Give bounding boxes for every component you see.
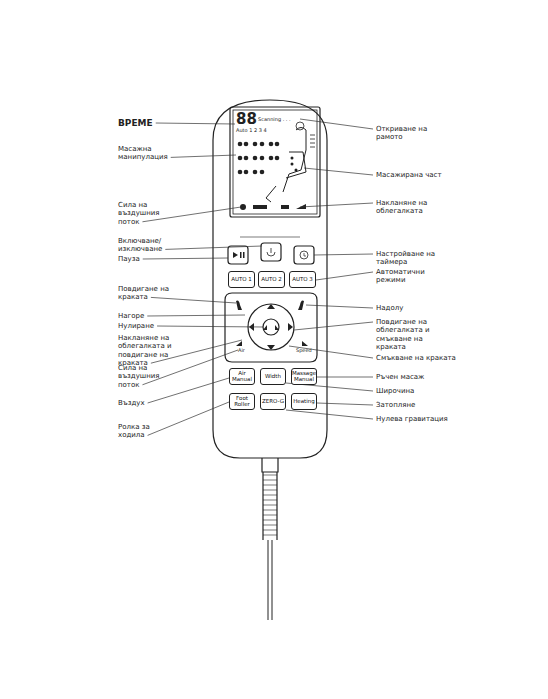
button-text: AUTO 1 — [231, 277, 252, 283]
leader-line — [165, 246, 262, 249]
callout-label: Пауза — [118, 255, 140, 263]
remote-button: Air Manual — [229, 368, 255, 385]
callout-label: Масажирана част — [376, 171, 442, 179]
callout-label: Накланяне на облегалката — [376, 199, 456, 216]
remote-button: AUTO 3 — [289, 271, 316, 288]
callout-label: Нулева гравитация — [376, 415, 448, 423]
leader-line — [147, 315, 245, 316]
callout-label: Нагоре — [118, 312, 144, 320]
button-text: ZERO-G — [262, 399, 284, 405]
screen-text: Speed — [296, 347, 312, 353]
screen-text: Air — [238, 347, 245, 353]
leader-line — [300, 203, 373, 207]
callout-label: Включване/ изключване — [118, 237, 178, 254]
callout-label: Широчина — [376, 387, 414, 395]
callout-label: Нулиране — [118, 322, 154, 330]
leader-line — [157, 326, 263, 327]
callout-label: Повдигане на краката — [118, 285, 178, 302]
leader-line — [300, 119, 373, 129]
callout-label: ВРЕМЕ — [118, 118, 153, 129]
callout-label: Сила на въздушния поток — [118, 364, 178, 389]
button-text: AUTO 3 — [292, 277, 313, 283]
screen-text: 88 — [236, 110, 257, 128]
button-text: Foot Roller — [230, 396, 254, 408]
callout-label: Откриване на рамото — [376, 125, 456, 142]
remote-button: Foot Roller — [229, 393, 255, 410]
leader-line — [148, 402, 229, 435]
callout-label: Масажна манипулация — [118, 145, 178, 162]
callout-label: Автоматични режими — [376, 268, 441, 285]
callout-label: Настройване на таймера — [376, 250, 441, 267]
callout-label: Смъкване на краката — [376, 354, 456, 362]
callout-label: Накланяне на облегалката и повдигане на … — [118, 334, 186, 368]
leader-line — [151, 297, 236, 303]
leader-line — [171, 155, 236, 157]
callout-label: Ръчен масаж — [376, 373, 424, 381]
callout-label: Затопляне — [376, 401, 415, 409]
leader-line — [286, 410, 373, 419]
leader-line — [143, 258, 228, 259]
remote-button: Width — [260, 368, 286, 385]
leader-line — [294, 322, 373, 330]
callout-label: Надолу — [376, 304, 403, 312]
leader-line — [317, 377, 373, 378]
callout-label: Въздух — [118, 399, 145, 407]
leader-line — [148, 378, 229, 403]
leader-line — [306, 305, 373, 308]
leader-line — [304, 168, 373, 175]
button-text: Width — [265, 374, 281, 380]
remote-button: Massage Manual — [291, 368, 317, 385]
remote-button: Heating — [291, 393, 317, 410]
button-text: Massage Manual — [292, 371, 316, 383]
remote-button: AUTO 1 — [228, 271, 255, 288]
leader-line — [289, 346, 373, 358]
leader-line — [316, 272, 373, 280]
screen-text: Scanning . . . — [258, 116, 291, 122]
screen-text: Auto 1 2 3 4 — [236, 127, 267, 133]
button-text: Air Manual — [230, 371, 254, 383]
leader-line — [314, 254, 373, 255]
callout-label: Ролка за ходила — [118, 423, 178, 440]
callout-label: Сила на въздушния поток — [118, 201, 178, 226]
remote-button: AUTO 2 — [258, 271, 285, 288]
leader-line — [317, 403, 373, 405]
button-text: Heating — [293, 399, 315, 405]
remote-button: ZERO-G — [260, 393, 286, 410]
callout-label: Повдигане на облегалката и смъкване на к… — [376, 318, 454, 352]
button-text: AUTO 2 — [261, 277, 282, 283]
leader-line — [156, 123, 235, 124]
